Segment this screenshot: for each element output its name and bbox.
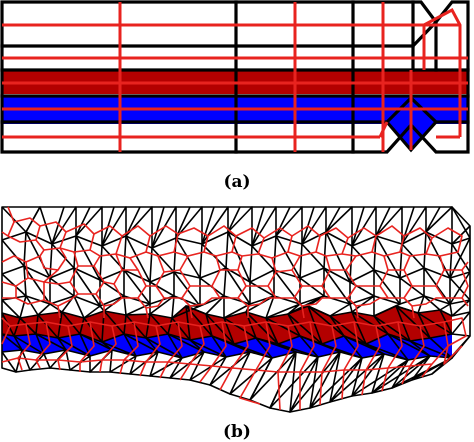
panel-a-primal-mesh [0,0,470,154]
panel-a: (a) [0,0,470,192]
panel-b: (b) [1,206,471,442]
panel-a-dual-mesh [2,2,468,152]
panel-a-label: (a) [223,172,250,192]
panel-b-dual-mesh [1,206,469,411]
panel-b-label: (b) [223,422,251,442]
